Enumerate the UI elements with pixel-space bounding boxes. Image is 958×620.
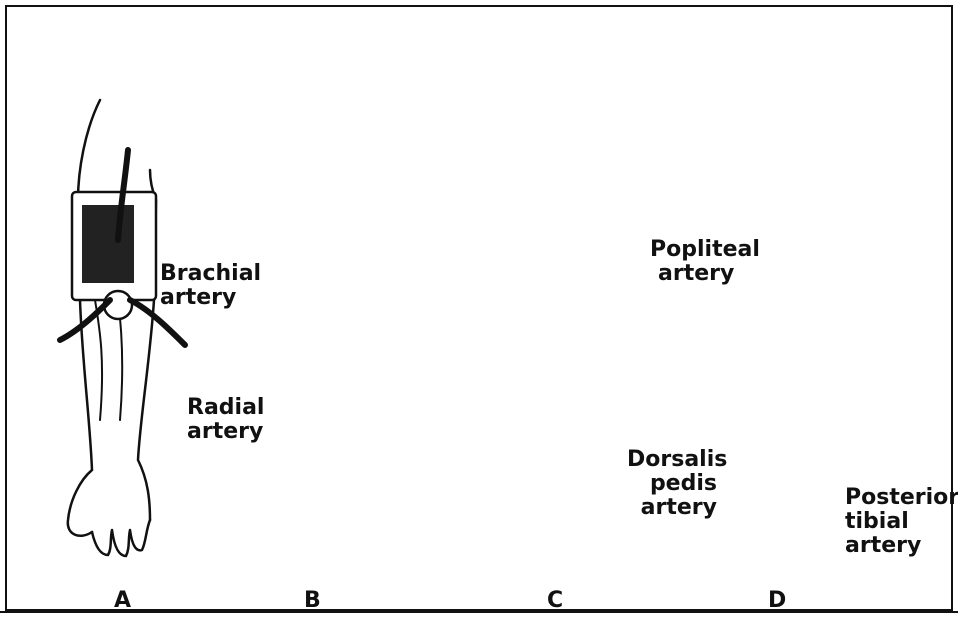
panel-caption-d: D [768,588,786,613]
label-dorsalis-pedis-artery: Dorsalis pedis artery [627,448,717,520]
panel-caption-a: A [114,588,131,613]
label-brachial-artery: Brachial artery [160,262,261,310]
label-dorsalis-line3: artery [627,496,717,520]
label-popliteal-line1: Popliteal [650,238,760,262]
label-radial-artery: Radial artery [187,396,264,444]
label-posterior-line3: artery [845,534,958,558]
label-popliteal-artery: Popliteal artery [650,238,760,286]
label-brachial-line1: Brachial [160,262,261,286]
panel-caption-c: C [547,588,563,613]
label-dorsalis-line2: pedis [627,472,717,496]
label-brachial-line2: artery [160,286,261,310]
panel-a-illustration [60,100,185,556]
label-posterior-line1: Posterior [845,486,958,510]
label-radial-line1: Radial [187,396,264,420]
panel-caption-b: B [304,588,321,613]
label-posterior-tibial-artery: Posterior tibial artery [845,486,958,558]
label-dorsalis-line1: Dorsalis [627,448,717,472]
label-popliteal-line2: artery [650,262,760,286]
label-posterior-line2: tibial [845,510,958,534]
label-radial-line2: artery [187,420,264,444]
cuff-a-bladder [82,205,134,283]
hand-a-fingers [92,520,150,556]
